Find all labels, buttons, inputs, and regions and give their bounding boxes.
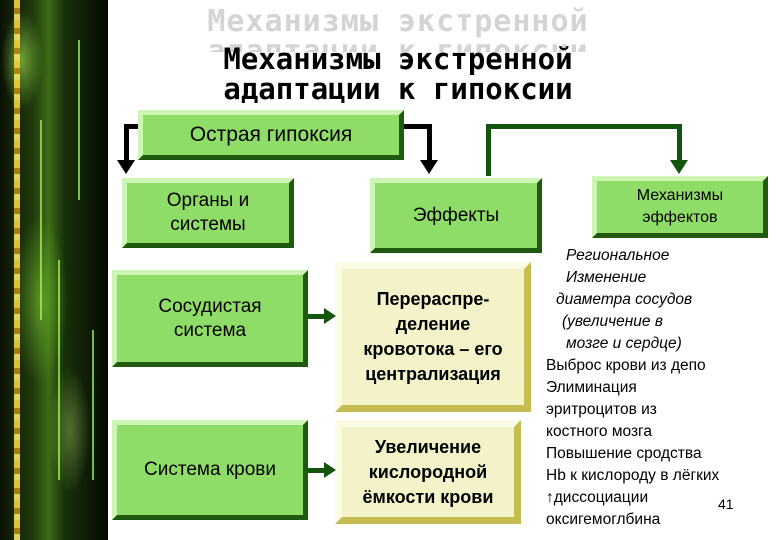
arrow-right-icon [324, 462, 336, 478]
connector-line [427, 124, 432, 164]
arrow-down-icon [117, 160, 135, 174]
connector-line [308, 468, 326, 473]
connector-line [486, 124, 491, 176]
redistribution-box: Перераспре- деление кровотока – его цент… [335, 262, 531, 412]
oxygen-capacity-box: Увеличение кислородной ёмкости крови [335, 420, 521, 524]
mechanism-text-line: диаметра сосудов [556, 291, 693, 308]
mechanism-text-line: ↑диссоциации [546, 489, 649, 506]
mechanism-text-line: Выброс крови из депо [546, 357, 706, 374]
title-shadow-line1: Механизмы экстренной [207, 4, 589, 39]
connector-line [404, 124, 432, 129]
arrow-down-icon [670, 160, 688, 174]
mechanism-text-line: Hb к кислороду в лёгких [546, 467, 720, 484]
acute-hypoxia-label: Острая гипоксия [189, 123, 353, 146]
redistribution-line4: централизация [365, 364, 501, 384]
arrow-down-icon [420, 160, 438, 174]
decorative-nerve-image [0, 0, 108, 540]
organs-label-line2: системы [170, 214, 246, 235]
mechanisms-description: Региональное Изменение диаметра сосудов … [546, 245, 776, 531]
mechanism-text-line: оксигемоглбина [546, 511, 661, 528]
mechanism-text-line: костного мозга [546, 423, 652, 440]
effects-box: Эффекты [370, 178, 542, 253]
blood-system-label: Система крови [144, 459, 276, 480]
blood-system-box: Система крови [112, 420, 308, 520]
organs-systems-box: Органы и системы [122, 178, 294, 248]
redistribution-line2: деление [395, 314, 471, 334]
connector-line [124, 124, 144, 129]
mechanism-text-line: Элиминация [546, 379, 637, 396]
vascular-system-box: Сосудистая система [112, 270, 308, 367]
page-title-line1: Механизмы экстренной [223, 42, 573, 76]
connector-line [486, 124, 682, 129]
redistribution-line3: кровотока – его [363, 339, 503, 359]
mechanism-text-line: Повышение сродства [546, 445, 702, 462]
mechanisms-label-line2: эффектов [642, 209, 718, 226]
connector-line [124, 124, 129, 164]
mechanism-text-line: (увеличение в [562, 313, 663, 330]
vascular-label-line2: система [173, 319, 247, 341]
page-number: 41 [718, 496, 734, 512]
mechanism-text-line: Изменение [566, 269, 647, 286]
vascular-label-line1: Сосудистая [158, 295, 262, 317]
mechanism-text-line: эритроцитов из [546, 401, 657, 418]
title-shadow-line2: адаптации к гипоксии [207, 34, 589, 52]
mechanism-text-line: мозге и сердце) [566, 335, 682, 352]
capacity-line3: ёмкости крови [362, 486, 494, 507]
connector-line [308, 314, 326, 319]
effects-label: Эффекты [412, 204, 500, 226]
capacity-line2: кислородной [368, 461, 488, 482]
page-title-line2: адаптации к гипоксии [223, 72, 573, 106]
connector-line [677, 124, 682, 164]
acute-hypoxia-box: Острая гипоксия [138, 110, 404, 160]
mechanisms-label-line1: Механизмы [636, 187, 724, 204]
organs-label-line1: Органы и [166, 190, 250, 211]
redistribution-line1: Перераспре- [376, 289, 490, 309]
arrow-right-icon [324, 308, 336, 324]
mechanisms-box: Механизмы эффектов [592, 176, 768, 238]
mechanism-text-line: Региональное [566, 247, 670, 264]
capacity-line1: Увеличение [374, 436, 482, 457]
